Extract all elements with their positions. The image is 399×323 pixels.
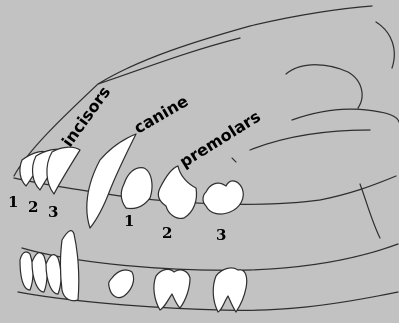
jaw-hinge [360, 184, 380, 238]
premolar-number-3: 3 [216, 226, 226, 244]
cheek-line [250, 130, 370, 150]
upper-premolar-3 [203, 181, 243, 214]
upper-premolar-1 [121, 168, 152, 209]
zygomatic-arch [292, 109, 399, 122]
lower-premolar-2 [154, 269, 190, 310]
lower-premolar-3 [213, 268, 247, 312]
premolar-number-2: 2 [162, 224, 172, 242]
lower-incisor-1 [20, 252, 33, 290]
incisors-label: incisors [58, 83, 114, 151]
small-mark [232, 158, 236, 162]
canine-label: canine [131, 91, 192, 137]
eye-orbit-outline [286, 65, 362, 108]
premolars-label: premolars [176, 107, 264, 172]
incisor-number-2: 2 [28, 198, 38, 216]
lower-incisor-3 [46, 255, 61, 294]
lower-premolar-1 [109, 270, 134, 298]
incisor-number-3: 3 [48, 203, 58, 221]
lower-canine [61, 231, 79, 301]
lower-incisor-2 [32, 253, 47, 292]
incisor-number-1: 1 [8, 193, 18, 211]
brow-curve [376, 22, 394, 68]
upper-premolar-2 [158, 166, 196, 218]
premolar-number-1: 1 [124, 212, 134, 230]
nasal-ridge [98, 38, 240, 84]
